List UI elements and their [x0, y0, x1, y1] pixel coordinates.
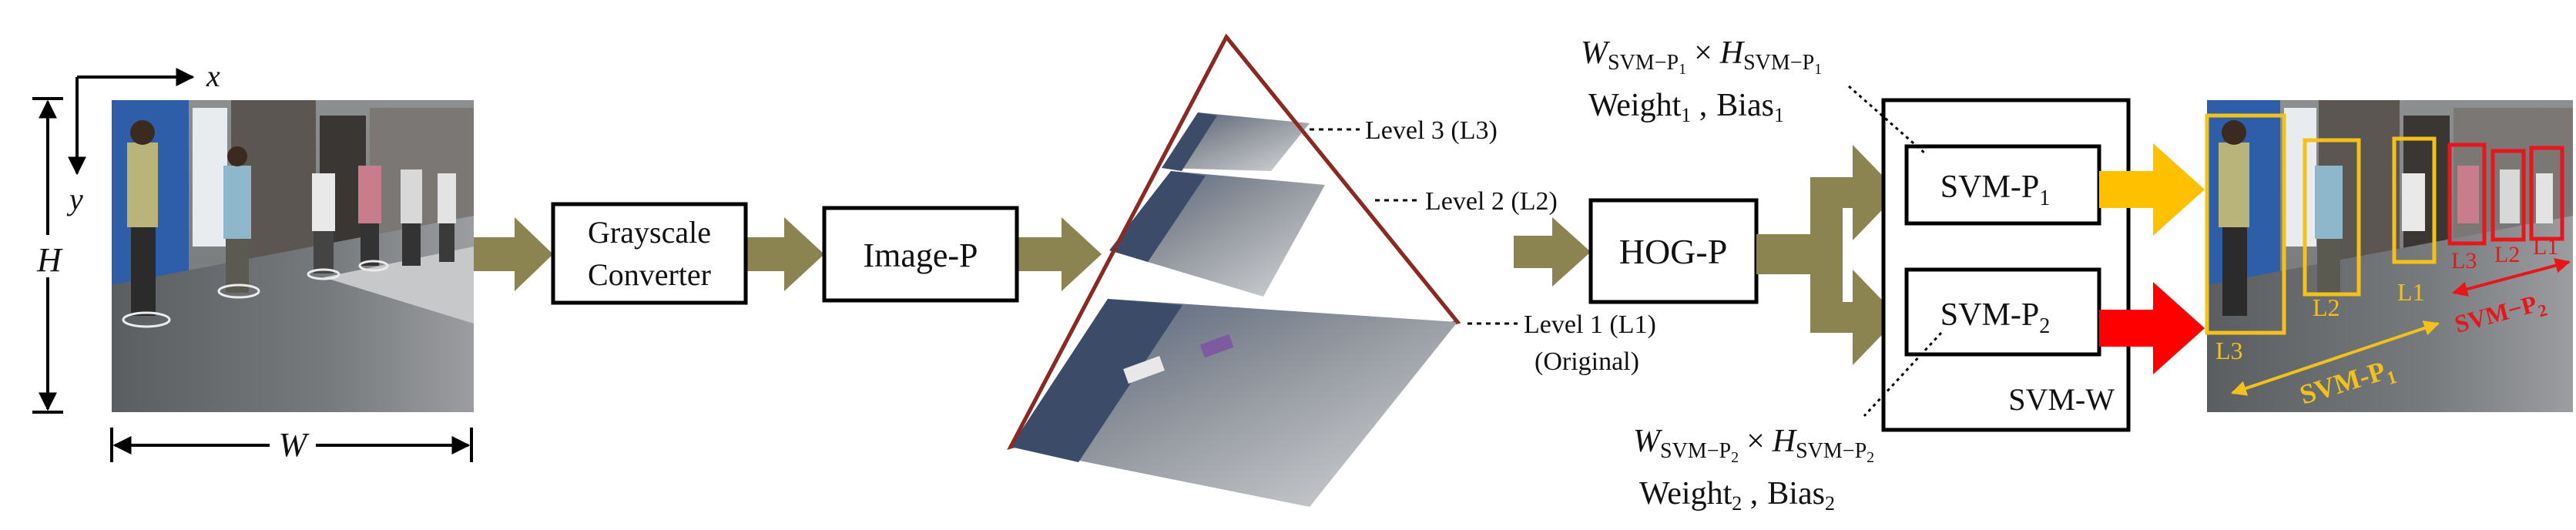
- output-yellow-l2: L2: [2313, 294, 2340, 321]
- p2-times: ×: [1746, 424, 1765, 459]
- p2-weight: Weight: [1639, 476, 1732, 512]
- image-pyramid: [1007, 33, 1461, 507]
- p1-weight: Weight: [1588, 88, 1682, 123]
- p2-h-sub: SVM−P: [1796, 439, 1867, 463]
- output-image: L3 L2 L1 L3 L2 L1 SVM-P1 SVM−P2: [2205, 100, 2573, 412]
- pyramid-level-3: [1162, 112, 1310, 171]
- svm-p2-parameters: WSVM−P2×HSVM−P2 Weight2 ,Bias2: [1633, 331, 1943, 515]
- p1-w-sub: SVM−P: [1608, 51, 1679, 75]
- svm-p2-subscript: 2: [2039, 314, 2050, 338]
- p1-w: W: [1581, 35, 1611, 71]
- pyramid-level-2: [1109, 171, 1325, 297]
- p1-w-sub2: 1: [1679, 61, 1686, 78]
- flow-arrow-4: [1514, 217, 1591, 287]
- svm-p1-text: SVM-P: [1940, 169, 2039, 205]
- output-yellow-l3: L3: [2215, 337, 2243, 364]
- pyramid-label-level3: Level 3 (L3): [1365, 116, 1498, 145]
- pyramid-label-level2: Level 2 (L2): [1425, 187, 1558, 216]
- pyramid-level-1: [1011, 299, 1457, 507]
- svm-p2-size: WSVM−P2×HSVM−P2: [1633, 424, 1874, 466]
- x-axis-label: x: [206, 59, 220, 93]
- svm-p1-parameters: WSVM−P1×HSVM−P1 Weight1 ,Bias1: [1581, 35, 1927, 156]
- detection-box-red-l2: [2490, 149, 2526, 242]
- output-red-l3: L3: [2451, 248, 2477, 273]
- coordinate-axes: x y: [66, 59, 220, 216]
- svm-p1-output-arrow: [2099, 143, 2205, 236]
- hog-p-label: HOG-P: [1619, 232, 1728, 271]
- p1-bias: Bias: [1716, 88, 1774, 123]
- p2-bias-sub: 2: [1825, 492, 1835, 515]
- svm-w-label: SVM-W: [2008, 382, 2115, 417]
- output-red-l1: L1: [2533, 234, 2558, 260]
- grayscale-converter-block: Grayscale Converter: [551, 202, 748, 305]
- image-p-label: Image-P: [863, 236, 978, 274]
- output-yellow-l1: L1: [2397, 278, 2425, 306]
- input-image: [112, 100, 474, 412]
- svm-p1-size: WSVM−P1×HSVM−P1: [1581, 35, 1822, 78]
- svm-p2-text: SVM-P: [1940, 297, 2039, 333]
- p1-h: H: [1719, 35, 1746, 71]
- pyramid-label-original: (Original): [1535, 347, 1639, 376]
- width-dimension: W: [110, 426, 473, 464]
- svm-p2-output-arrow: [2099, 282, 2205, 374]
- p2-w: W: [1633, 424, 1663, 459]
- pyramid-label-level1: Level 1 (L1): [1524, 310, 1656, 339]
- p2-h-sub2: 2: [1867, 449, 1874, 466]
- svm-p1-subscript: 1: [2039, 186, 2050, 210]
- svm-p2-block: SVM-P2: [1904, 267, 2101, 357]
- svm-p1-weight-bias: Weight1 ,Bias1: [1588, 88, 1784, 126]
- grayscale-label-line2: Converter: [588, 257, 711, 292]
- p1-times: ×: [1694, 35, 1712, 71]
- p1-comma: ,: [1691, 88, 1707, 123]
- p2-h: H: [1772, 424, 1798, 459]
- height-dimension: H: [32, 97, 63, 414]
- svm-p1-label: SVM-P1: [1940, 169, 2050, 210]
- flow-arrow-1: [474, 217, 553, 291]
- hog-p-block: HOG-P: [1588, 198, 1759, 304]
- svm-p2-weight-bias: Weight2 ,Bias2: [1639, 476, 1835, 515]
- p1-h-sub: SVM−P: [1743, 51, 1814, 75]
- detection-box-red-l1: [2529, 146, 2564, 241]
- detection-box-red-l3: [2447, 143, 2487, 246]
- p1-bias-sub: 1: [1774, 104, 1784, 126]
- svm-p2-label: SVM-P2: [1940, 297, 2050, 338]
- p2-w-sub: SVM−P: [1660, 439, 1731, 463]
- output-red-l2: L2: [2494, 242, 2520, 267]
- p2-bias: Bias: [1767, 476, 1825, 512]
- grayscale-label-line1: Grayscale: [588, 215, 711, 250]
- flow-arrow-3: [1017, 217, 1102, 291]
- p1-h-sub2: 1: [1814, 61, 1822, 78]
- detection-box-yellow-l2: [2303, 138, 2361, 297]
- image-p-block: Image-P: [822, 206, 1019, 303]
- svm-p1-block: SVM-P1: [1904, 144, 2101, 226]
- y-axis-label: y: [66, 182, 83, 216]
- height-label: H: [36, 241, 63, 279]
- p1-weight-sub: 1: [1681, 104, 1691, 126]
- split-arrow: [1756, 145, 1899, 365]
- flow-arrow-2: [746, 217, 824, 291]
- width-label: W: [279, 426, 310, 464]
- p2-w-sub2: 2: [1731, 449, 1739, 466]
- p2-comma: ,: [1742, 476, 1758, 512]
- p2-weight-sub: 2: [1732, 492, 1742, 515]
- detection-box-yellow-l1: [2392, 136, 2437, 264]
